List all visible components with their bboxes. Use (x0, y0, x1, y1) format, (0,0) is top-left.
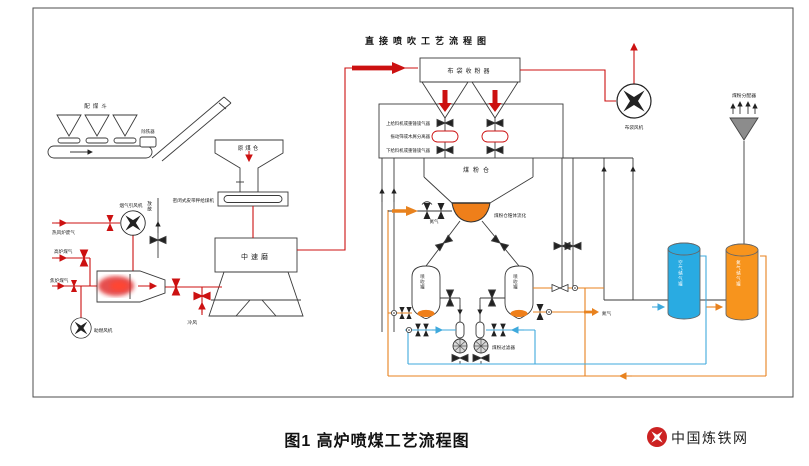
label-upper-feeder-lock: 上给料机或重锤锁气器 (386, 120, 431, 127)
label-coal-silo: 煤粉仓 (463, 166, 493, 174)
flue-gas-fan-icon (120, 210, 146, 236)
label-lower-feeder-lock: 下给料机或重锤锁气器 (386, 147, 431, 154)
label-bag-filter: 布袋收粉器 (447, 67, 492, 75)
label-nitrogen-tank: 氮气储气罐 (736, 259, 742, 288)
diagram-title: 直接喷吹工艺流程图 (365, 35, 491, 46)
label-vent: 放散 (147, 200, 153, 213)
label-combustion-fan: 助燃风机 (94, 327, 113, 334)
coal-distributor-shape (729, 117, 759, 141)
combustion-fan-icon (70, 317, 92, 339)
label-flue-gas-fan: 烟气引风机 (120, 202, 143, 209)
label-mill: 中速磨 (241, 252, 271, 261)
label-bf-gas: 高炉煤气 (54, 248, 73, 255)
bag-fan-icon (616, 83, 652, 119)
label-cone-fluidization: 煤粉仓锥体流化 (494, 212, 527, 219)
nitrogen-lines (387, 206, 767, 380)
figure-caption: 图1 高炉喷煤工艺流程图 (284, 431, 469, 450)
injection-tanks (411, 265, 534, 319)
site-logo: 中国炼铁网 (647, 427, 749, 447)
label-injection-tank-left: 喷吹罐 (420, 273, 426, 291)
silo-cone-bowl (451, 202, 491, 223)
diagram-frame (32, 7, 794, 398)
label-bag-fan: 布袋风机 (625, 124, 644, 131)
black-structure-lines (47, 57, 758, 364)
label-air-tank: 空气储气罐 (678, 259, 684, 288)
label-raw-coal-bunker: 原煤仓 (238, 144, 261, 152)
label-cold-air: 冷风 (187, 319, 197, 326)
label-belt-weigh-feeder: 密闭式皮带秤给煤机 (173, 197, 215, 204)
compressed-air-lines (405, 255, 707, 365)
label-coal-distributor: 煤粉分配器 (732, 92, 756, 99)
label-coke-oven-gas: 焦炉煤气 (50, 277, 69, 284)
label-hot-stove-waste-gas: 热风炉废气 (52, 229, 75, 236)
label-coal-hoppers: 配煤斗 (84, 102, 110, 110)
label-coal-filter: 煤粉过滤器 (492, 344, 515, 351)
label-nitrogen-fluidization: 氮气 (430, 218, 439, 225)
label-iron-remover: 除铁器 (141, 128, 155, 135)
tank-bottom-right (510, 309, 528, 318)
red-gas-lines (52, 42, 638, 318)
logo-text: 中国炼铁网 (671, 430, 749, 446)
storage-tanks (667, 242, 759, 321)
combustion-furnace (96, 270, 166, 303)
tank-bottom-left (417, 309, 435, 318)
nitrogen-valves (390, 201, 579, 320)
logo-star-icon (651, 431, 663, 443)
label-nitrogen-right: 氮气 (602, 310, 612, 317)
label-injection-tank-right: 喷吹罐 (513, 273, 519, 291)
label-separator: 振动筛或木屑分离器 (390, 133, 430, 140)
